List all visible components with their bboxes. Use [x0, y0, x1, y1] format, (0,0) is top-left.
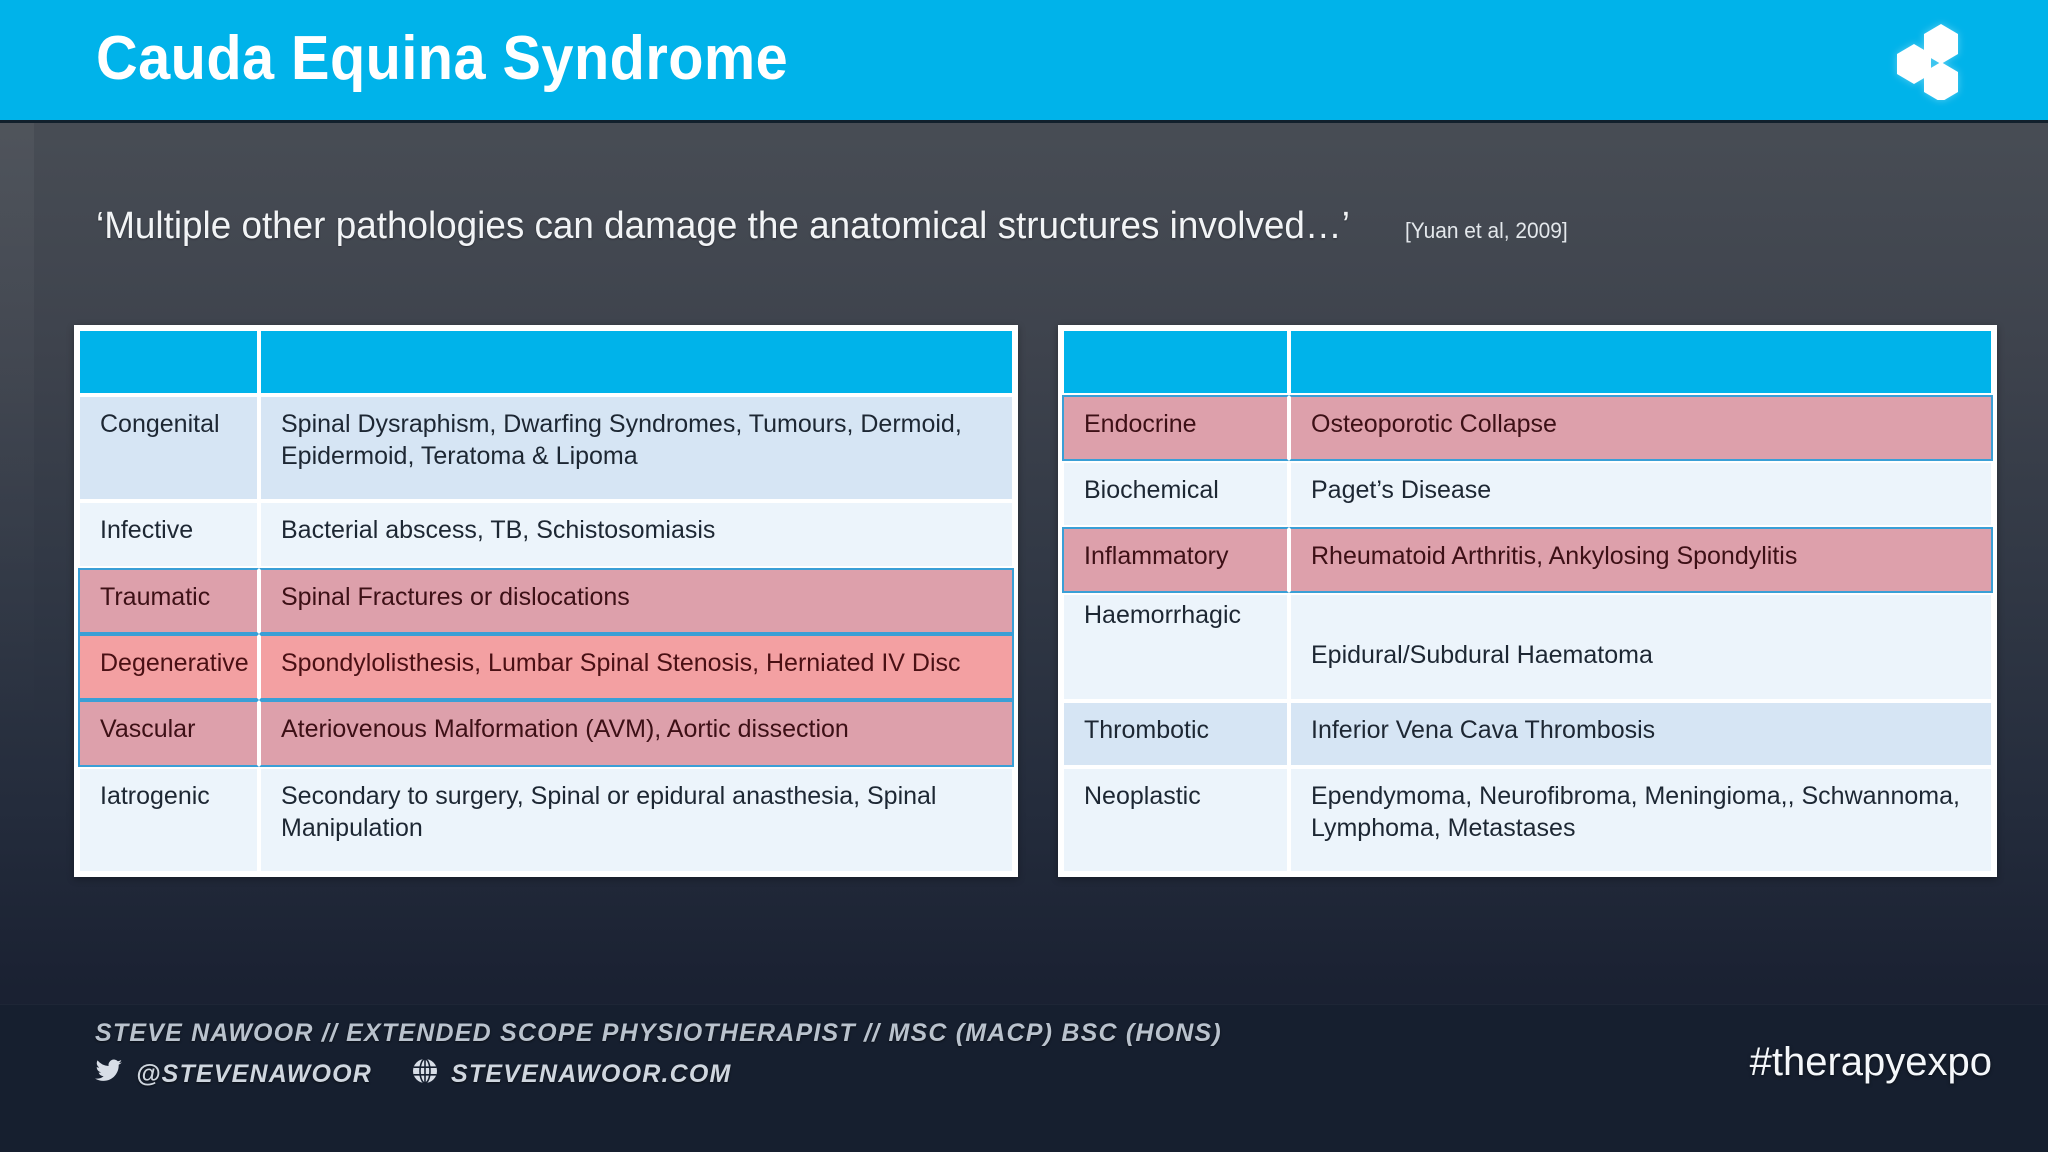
- row-category: Vascular: [78, 700, 259, 767]
- row-category: Thrombotic: [1062, 700, 1289, 767]
- table-row[interactable]: Iatrogenic Secondary to surgery, Spinal …: [78, 766, 1014, 873]
- table-header-cell-category: [78, 329, 259, 395]
- table-row-highlighted[interactable]: Vascular Ateriovenous Malformation (AVM)…: [78, 700, 1014, 767]
- pathology-table-right: Endocrine Osteoporotic Collapse Biochemi…: [1058, 325, 1997, 877]
- quote-block: ‘Multiple other pathologies can damage t…: [96, 205, 1576, 248]
- table-row[interactable]: Congenital Spinal Dysraphism, Dwarfing S…: [78, 395, 1014, 502]
- row-detail: Paget’s Disease: [1289, 461, 1993, 528]
- event-hashtag: #therapyexpo: [1749, 1040, 1992, 1084]
- table-header-cell-detail: [259, 329, 1014, 395]
- row-detail: Bacterial abscess, TB, Schistosomiasis: [259, 501, 1014, 568]
- globe-icon: [412, 1058, 438, 1091]
- table-row-highlighted[interactable]: Degenerative Spondylolisthesis, Lumbar S…: [78, 633, 1014, 701]
- row-category: Traumatic: [78, 567, 259, 634]
- row-category: Haemorrhagic: [1062, 593, 1289, 701]
- table-right: Endocrine Osteoporotic Collapse Biochemi…: [1062, 329, 1993, 873]
- row-detail: Rheumatoid Arthritis, Ankylosing Spondyl…: [1289, 527, 1993, 594]
- slide-footer-bar: [0, 1004, 2048, 1152]
- table-left: Congenital Spinal Dysraphism, Dwarfing S…: [78, 329, 1014, 873]
- row-category: Neoplastic: [1062, 766, 1289, 873]
- row-category: Endocrine: [1062, 395, 1289, 462]
- row-detail: Epidural/Subdural Haematoma: [1289, 593, 1993, 701]
- table-header-cell-category: [1062, 329, 1289, 395]
- row-detail: Secondary to surgery, Spinal or epidural…: [259, 766, 1014, 873]
- quote-text: ‘Multiple other pathologies can damage t…: [96, 205, 1350, 247]
- row-category: Biochemical: [1062, 461, 1289, 528]
- row-detail: Spondylolisthesis, Lumbar Spinal Stenosi…: [259, 633, 1014, 701]
- table-row[interactable]: Neoplastic Ependymoma, Neurofibroma, Men…: [1062, 766, 1993, 873]
- table-row-highlighted[interactable]: Inflammatory Rheumatoid Arthritis, Ankyl…: [1062, 527, 1993, 594]
- row-detail: Inferior Vena Cava Thrombosis: [1289, 700, 1993, 767]
- row-detail: Ependymoma, Neurofibroma, Meningioma,, S…: [1289, 766, 1993, 873]
- row-category: Inflammatory: [1062, 527, 1289, 594]
- page-title: Cauda Equina Syndrome: [96, 24, 789, 93]
- slide-header-bar: [0, 0, 2048, 120]
- row-detail: Spinal Fractures or dislocations: [259, 567, 1014, 634]
- table-header-row: [78, 329, 1014, 395]
- header-divider-rule: [0, 120, 2048, 123]
- table-row[interactable]: Infective Bacterial abscess, TB, Schisto…: [78, 501, 1014, 568]
- row-category: Iatrogenic: [78, 766, 259, 873]
- website-url[interactable]: STEVENAWOOR.COM: [451, 1060, 732, 1088]
- twitter-icon: [95, 1059, 123, 1090]
- row-detail: Spinal Dysraphism, Dwarfing Syndromes, T…: [259, 395, 1014, 502]
- row-category: Congenital: [78, 395, 259, 502]
- hexagon-cluster-logo: [1894, 22, 1986, 100]
- row-category: Degenerative: [78, 633, 259, 701]
- twitter-handle[interactable]: @STEVENAWOOR: [136, 1060, 373, 1088]
- table-header-row: [1062, 329, 1993, 395]
- table-row[interactable]: Haemorrhagic Epidural/Subdural Haematoma: [1062, 593, 1993, 701]
- row-detail: Osteoporotic Collapse: [1289, 395, 1993, 462]
- table-header-cell-detail: [1289, 329, 1993, 395]
- table-row-highlighted[interactable]: Endocrine Osteoporotic Collapse: [1062, 395, 1993, 462]
- quote-citation: [Yuan et al, 2009]: [1404, 218, 1568, 243]
- footer-credits: STEVE NAWOOR // EXTENDED SCOPE PHYSIOTHE…: [95, 1019, 1222, 1047]
- row-category: Infective: [78, 501, 259, 568]
- row-detail: Ateriovenous Malformation (AVM), Aortic …: [259, 700, 1014, 767]
- table-row[interactable]: Thrombotic Inferior Vena Cava Thrombosis: [1062, 700, 1993, 767]
- table-row-highlighted[interactable]: Traumatic Spinal Fractures or dislocatio…: [78, 567, 1014, 634]
- footer-social-row: @STEVENAWOOR STEVENAWOOR.COM: [95, 1058, 732, 1091]
- pathology-table-left: Congenital Spinal Dysraphism, Dwarfing S…: [74, 325, 1018, 877]
- table-row[interactable]: Biochemical Paget’s Disease: [1062, 461, 1993, 528]
